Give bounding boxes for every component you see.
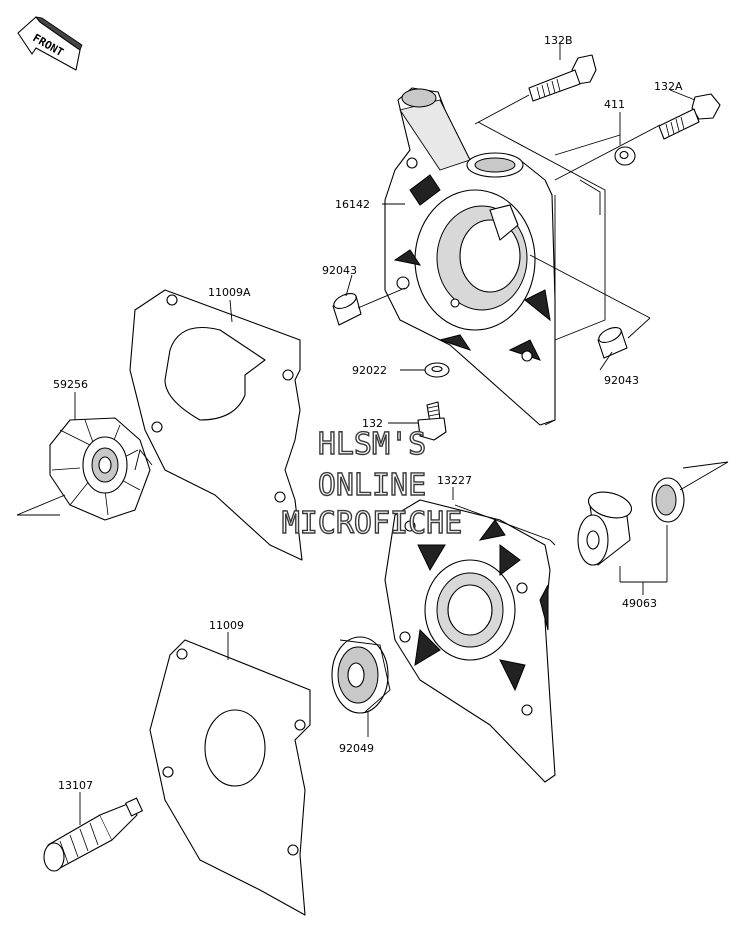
dowel-pin-92043-left xyxy=(332,274,406,326)
pump-housing-16142 xyxy=(382,87,661,426)
cover-13227 xyxy=(384,487,556,783)
label-11009: 11009 xyxy=(209,619,244,632)
label-92043-left: 92043 xyxy=(322,264,357,277)
watermark-line-1: HLSM'S xyxy=(318,427,426,462)
washer-411 xyxy=(614,112,636,166)
label-132b: 132B xyxy=(544,34,573,47)
label-13227: 13227 xyxy=(437,474,472,487)
seal-49063-small xyxy=(651,477,685,523)
bolt-132a xyxy=(658,89,721,140)
label-411: 411 xyxy=(604,98,625,111)
bolt-132b xyxy=(528,44,597,102)
label-132a: 132A xyxy=(654,80,683,93)
label-92043-right: 92043 xyxy=(604,374,639,387)
seal-49063-leader xyxy=(619,461,729,595)
watermark-line-3: MICROFICHE xyxy=(282,506,463,541)
washer-92022 xyxy=(400,362,450,378)
label-11009a: 11009A xyxy=(208,286,251,299)
thermostat-13107 xyxy=(43,792,143,872)
seal-49063-large xyxy=(577,491,633,566)
label-92022: 92022 xyxy=(352,364,387,377)
bolt-132 xyxy=(388,401,447,441)
label-132: 132 xyxy=(362,417,383,430)
front-arrow-icon: FRONT xyxy=(17,16,83,71)
label-49063: 49063 xyxy=(622,597,657,610)
label-92049: 92049 xyxy=(339,742,374,755)
seal-92049 xyxy=(331,636,391,737)
gasket-11009 xyxy=(149,632,311,916)
label-59256: 59256 xyxy=(53,378,88,391)
gasket-11009a xyxy=(129,289,303,561)
watermark: HLSM'S ONLINE MICROFICHE xyxy=(281,426,463,541)
label-13107: 13107 xyxy=(58,779,93,792)
impeller-59256 xyxy=(16,392,153,521)
dowel-pin-92043-right xyxy=(529,254,651,371)
watermark-line-2: ONLINE xyxy=(318,468,426,503)
label-16142: 16142 xyxy=(335,198,370,211)
